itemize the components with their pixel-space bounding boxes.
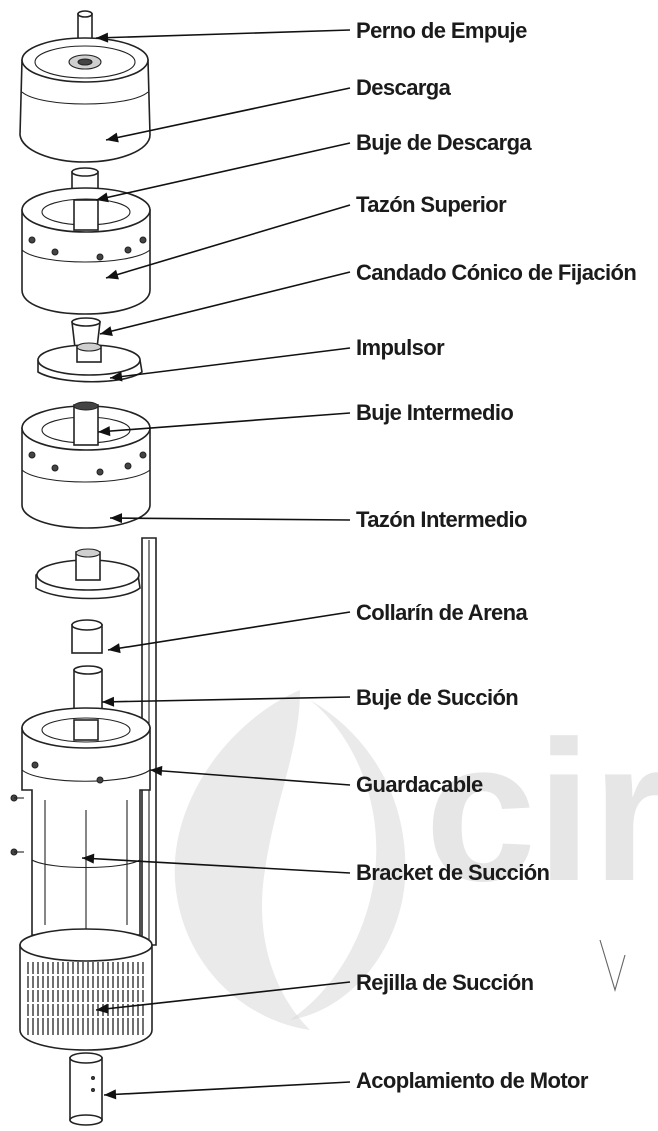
- discharge-head: [19, 37, 151, 163]
- label-buje-de-succion: Buje de Succión: [356, 685, 518, 710]
- label-perno-de-empuje: Perno de Empuje: [356, 18, 527, 43]
- leader-line-8: [107, 611, 351, 651]
- leader-line-11: [81, 857, 351, 874]
- label-acoplamiento-de-motor: Acoplamiento de Motor: [356, 1068, 589, 1093]
- label-buje-intermedio: Buje Intermedio: [356, 400, 513, 425]
- impeller-top: [37, 342, 143, 383]
- impeller-lower: [35, 548, 141, 600]
- motor-coupling: [69, 1052, 103, 1126]
- arrowhead-9: [102, 696, 115, 707]
- leader-line-12: [95, 981, 351, 1011]
- label-rejilla-de-succion: Rejilla de Succión: [356, 970, 534, 995]
- leader-line-6: [97, 412, 351, 433]
- arrowhead-5: [110, 371, 123, 382]
- leader-line-7: [109, 517, 351, 521]
- leader-line-2: [95, 142, 351, 201]
- label-impulsor: Impulsor: [356, 335, 445, 360]
- label-tazon-intermedio: Tazón Intermedio: [356, 507, 527, 532]
- leader-line-5: [109, 347, 351, 379]
- arrowhead-11: [82, 853, 95, 864]
- arrowhead-7: [110, 513, 123, 524]
- arrowhead-0: [96, 32, 109, 43]
- label-guardacable: Guardacable: [356, 772, 483, 797]
- part-labels: Perno de Empuje Descarga Buje de Descarg…: [356, 18, 637, 1093]
- suction-bracket: [10, 707, 151, 936]
- label-buje-de-descarga: Buje de Descarga: [356, 130, 532, 155]
- label-descarga: Descarga: [356, 75, 452, 100]
- arrowhead-2: [96, 192, 109, 203]
- leader-line-9: [101, 696, 351, 703]
- sand-collar: [71, 619, 103, 654]
- leader-line-3: [105, 204, 351, 279]
- leader-line-1: [105, 87, 351, 141]
- leader-line-13: [103, 1081, 351, 1096]
- arrowhead-8: [108, 643, 121, 654]
- arrowhead-12: [96, 1003, 109, 1014]
- arrowhead-3: [106, 269, 119, 280]
- upper-bowl: [21, 187, 151, 315]
- watermark-text: cir: [425, 700, 658, 923]
- arrowhead-1: [106, 132, 119, 143]
- label-candado-conico: Candado Cónico de Fijación: [356, 260, 636, 285]
- arrowhead-10: [150, 765, 163, 776]
- arrowhead-6: [98, 426, 111, 437]
- leader-line-0: [95, 29, 351, 39]
- label-collarin-de-arena: Collarín de Arena: [356, 600, 529, 625]
- label-bracket-de-succion: Bracket de Succión: [356, 860, 550, 885]
- leader-line-4: [99, 271, 351, 335]
- label-tazon-superior: Tazón Superior: [356, 192, 507, 217]
- arrowhead-4: [100, 326, 113, 336]
- intermediate-bowl: [21, 401, 151, 529]
- leader-arrows: [81, 29, 351, 1100]
- leader-line-10: [149, 769, 351, 786]
- arrowhead-13: [104, 1089, 117, 1100]
- suction-screen: [19, 928, 153, 1051]
